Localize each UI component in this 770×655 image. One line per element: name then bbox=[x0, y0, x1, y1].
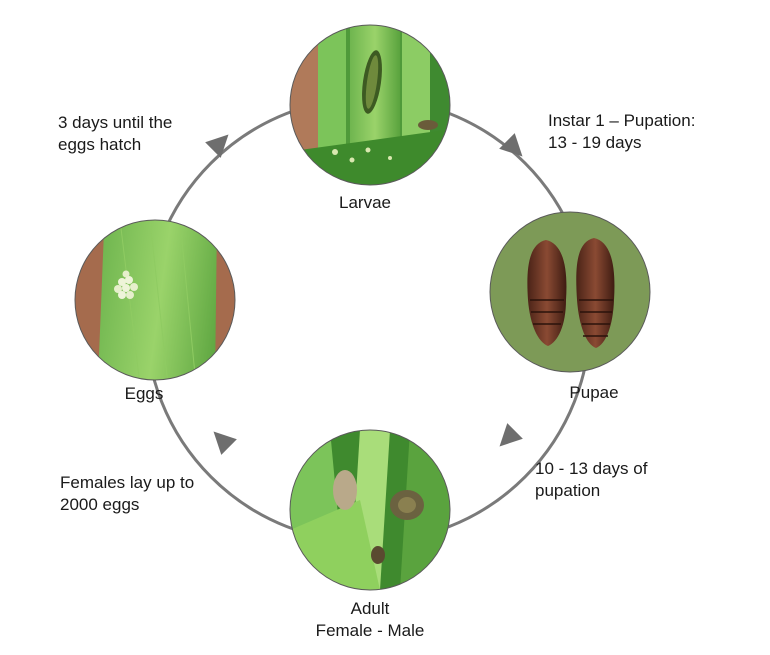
transition-label-larvae-to-pupae: Instar 1 – Pupation: 13 - 19 days bbox=[548, 111, 696, 152]
moth-female-shape bbox=[333, 470, 357, 510]
adult-photo bbox=[290, 430, 450, 590]
stage-label-eggs: Eggs bbox=[124, 384, 164, 403]
arrow-larvae-to-pupae bbox=[499, 133, 523, 157]
stage-label-pupae: Pupae bbox=[569, 383, 619, 402]
arrow-pupae-to-adult bbox=[499, 423, 523, 447]
eggs-photo bbox=[75, 220, 235, 380]
transition-label-pupae-to-adult: 10 - 13 days of pupation bbox=[535, 459, 648, 500]
transition-label-eggs-to-larvae: 3 days until the eggs hatch bbox=[58, 113, 173, 154]
pupae-photo bbox=[490, 212, 650, 372]
arrow-eggs-to-larvae bbox=[205, 134, 229, 158]
egg-cluster bbox=[114, 270, 138, 299]
pupa-female-shape bbox=[527, 240, 567, 346]
pupa-male-shape bbox=[576, 238, 615, 348]
stage-label-adult: Adult Female - Male bbox=[315, 599, 425, 640]
larvae-photo bbox=[290, 25, 450, 185]
transition-label-adult-to-eggs: Females lay up to 2000 eggs bbox=[60, 473, 195, 514]
arrow-adult-to-eggs bbox=[213, 431, 237, 455]
stage-label-larvae: Larvae bbox=[339, 193, 391, 212]
